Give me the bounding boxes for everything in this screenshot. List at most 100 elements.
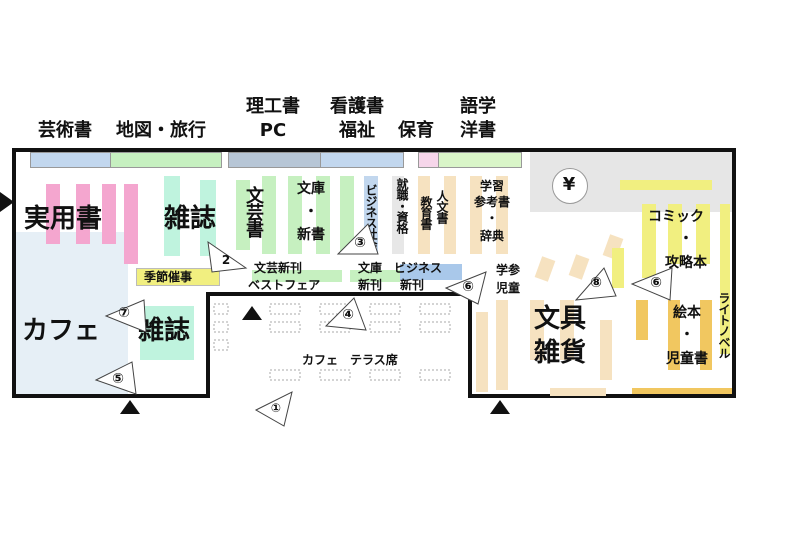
label-stationery-1: 文具 xyxy=(533,304,586,334)
marker-3-triangle-icon xyxy=(336,223,379,255)
shelf-practical-1 xyxy=(46,184,60,244)
shelf-nursing xyxy=(320,152,404,168)
wall-bottom-right xyxy=(468,394,736,398)
shelf-edu-1 xyxy=(418,176,430,254)
shelf-magazine-1 xyxy=(164,176,180,256)
shelf-comic-2 xyxy=(668,204,682,264)
label-school-2: 児童 xyxy=(495,281,520,295)
shelf-practical-4 xyxy=(124,184,138,264)
label-language-1: 語学 xyxy=(460,96,496,117)
shelf-picture-bottom xyxy=(632,388,732,394)
shelf-stationery-7 xyxy=(550,388,606,396)
label-study-3: 辞典 xyxy=(479,229,504,243)
shelf-bunko-2 xyxy=(316,176,330,254)
entrance-arrow-3-icon xyxy=(490,400,510,414)
shelf-picture-2 xyxy=(668,300,680,370)
shelf-picture-3 xyxy=(700,300,712,370)
label-comic-1: コミック xyxy=(648,209,704,225)
shelf-practical-2 xyxy=(76,184,90,244)
entrance-arrow-2-icon xyxy=(120,400,140,414)
marker-7[interactable]: ⑦ xyxy=(104,298,148,334)
label-light-novel: ライトノベル xyxy=(717,292,731,358)
label-bestfair: ベストフェア xyxy=(248,278,321,292)
marker-3-number: ③ xyxy=(354,235,366,251)
label-bunko-dot: ・ xyxy=(304,204,318,220)
marker-5-triangle-icon xyxy=(94,361,137,395)
label-humanities: 人文書 xyxy=(435,190,449,223)
shelf-magazine-2 xyxy=(200,180,216,256)
area-cafe xyxy=(16,232,128,394)
shelf-art xyxy=(30,152,112,168)
marker-4-number: ④ xyxy=(342,307,354,323)
shelf-study-2 xyxy=(496,176,508,254)
shelf-school-2 xyxy=(496,300,508,390)
wall-terrace-right xyxy=(468,292,472,398)
entrance-arrow-1-icon xyxy=(242,306,262,320)
marker-8[interactable]: ⑧ xyxy=(574,266,618,302)
marker-4[interactable]: ④ xyxy=(324,296,368,332)
label-picture-1: 絵本 xyxy=(673,305,701,321)
shelf-comic-top xyxy=(620,180,712,190)
wall-bottom-left xyxy=(12,394,210,398)
wall-top xyxy=(12,148,734,152)
label-science-1: 理工書 xyxy=(246,96,300,117)
label-bunko-new-2: 新刊 xyxy=(357,278,382,292)
label-study-1: 学習 xyxy=(479,179,504,193)
label-lit-new: 文芸新刊 xyxy=(254,261,303,275)
label-study-2: 参考書 xyxy=(473,195,510,209)
yen-circle xyxy=(552,168,588,204)
label-comic-2: 攻略本 xyxy=(665,255,707,271)
label-magazine-2: 雑誌 xyxy=(138,316,191,346)
shelf-map-travel xyxy=(110,152,222,168)
entrance-arrow-left-icon xyxy=(0,192,14,212)
label-language-2: 洋書 xyxy=(460,120,496,141)
shelf-seasonal xyxy=(136,268,220,286)
shelf-science xyxy=(228,152,322,168)
wall-terrace-top xyxy=(206,292,472,296)
shelf-picture-1 xyxy=(636,300,648,340)
wall-right xyxy=(732,148,736,398)
marker-1[interactable]: ① xyxy=(254,388,294,428)
marker-6a[interactable]: ⑥ xyxy=(444,270,488,306)
yen-icon: ¥ xyxy=(562,174,576,195)
shelf-lit-new xyxy=(252,270,342,282)
marker-5[interactable]: ⑤ xyxy=(94,360,138,396)
marker-2[interactable]: 2 xyxy=(204,238,248,274)
label-bunko-new-1: 文庫 xyxy=(357,261,382,275)
shelf-stationery-1 xyxy=(534,256,556,282)
label-practical: 実用書 xyxy=(24,204,103,234)
marker-7-triangle-icon xyxy=(104,299,147,333)
marker-6b-triangle-icon xyxy=(630,267,673,301)
shelf-stationery-4 xyxy=(530,300,544,360)
shelf-comic-3 xyxy=(696,204,710,264)
marker-8-number: ⑧ xyxy=(590,275,602,291)
marker-4-triangle-icon xyxy=(324,297,367,331)
label-business-new-1: ビジネス xyxy=(394,261,443,275)
shelf-emp-1 xyxy=(392,176,404,254)
marker-6a-triangle-icon xyxy=(444,271,487,305)
shelf-stationery-5 xyxy=(560,300,574,360)
label-comic-dot: ・ xyxy=(679,231,693,247)
label-terrace: カフェ テラス席 xyxy=(302,353,398,367)
marker-6b[interactable]: ⑥ xyxy=(630,266,674,302)
label-business-new-2: 新刊 xyxy=(399,278,424,292)
label-employment: 就職・資格 xyxy=(395,178,409,233)
shelf-study-1 xyxy=(470,176,482,254)
shelf-stationery-6 xyxy=(600,320,612,380)
label-study-dot: ・ xyxy=(485,211,498,225)
label-school-1: 学参 xyxy=(495,263,520,277)
label-nursing-2: 福祉 xyxy=(339,120,375,141)
label-art: 芸術書 xyxy=(38,120,92,141)
label-science-2: PC xyxy=(259,120,287,141)
label-stationery-2: 雑貨 xyxy=(533,338,586,368)
shelf-hum-1 xyxy=(444,176,456,254)
marker-2-number: 2 xyxy=(221,253,231,267)
shelf-lit-2 xyxy=(262,176,276,254)
marker-3[interactable]: ③ xyxy=(336,222,380,258)
label-childcare: 保育 xyxy=(398,120,434,141)
wall-left xyxy=(12,148,16,398)
label-cafe: カフェ xyxy=(22,316,101,346)
label-map-travel: 地図・旅行 xyxy=(116,120,206,141)
marker-5-number: ⑤ xyxy=(112,371,124,387)
marker-6a-number: ⑥ xyxy=(462,279,474,295)
